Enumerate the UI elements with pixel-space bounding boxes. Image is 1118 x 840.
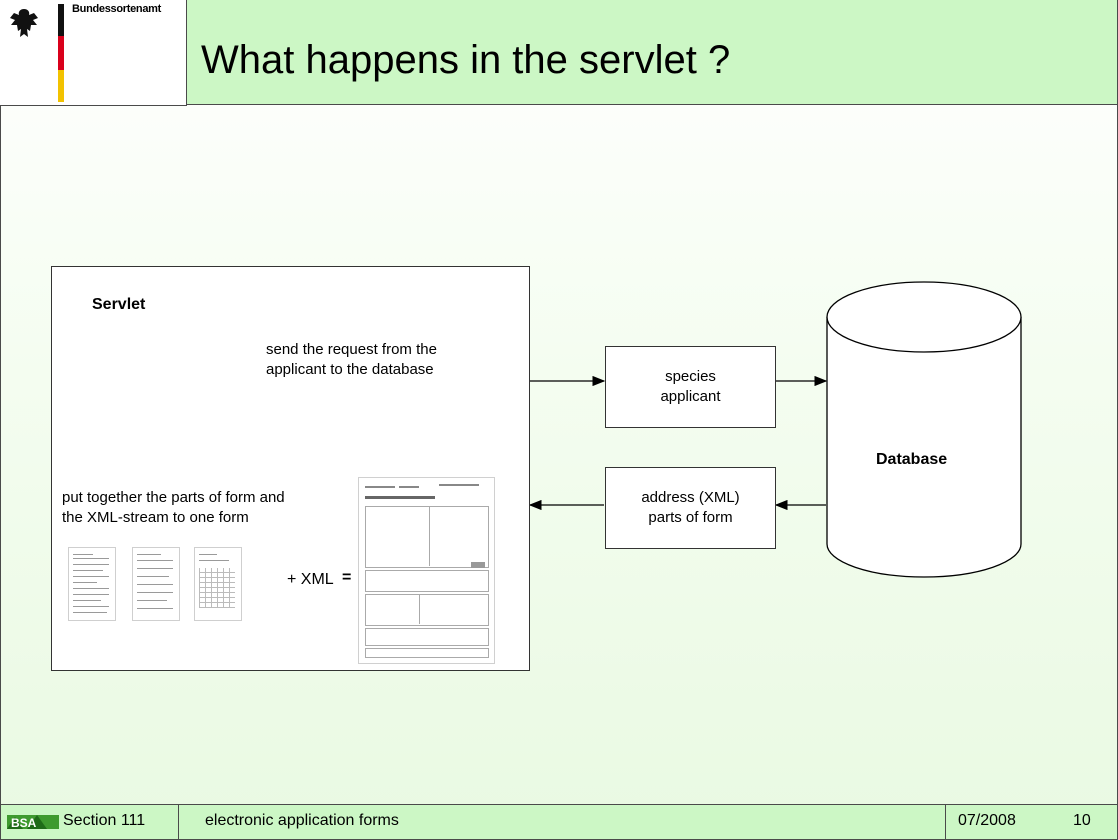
page-title: What happens in the servlet ? bbox=[201, 38, 731, 82]
form-part-thumbnail-2 bbox=[132, 547, 180, 621]
plus-xml-label: + XML bbox=[287, 571, 334, 588]
servlet-title: Servlet bbox=[92, 296, 146, 313]
database-label: Database bbox=[876, 451, 948, 468]
assemble-form-text: put together the parts of form and the X… bbox=[62, 489, 285, 526]
org-name: Bundessortenamt bbox=[72, 3, 162, 15]
svg-text:BSA: BSA bbox=[11, 816, 37, 830]
footer-section-label: Section 111 bbox=[63, 812, 146, 829]
footer: BSA Section 111 electronic application f… bbox=[0, 804, 1118, 840]
database-cylinder-icon bbox=[826, 281, 1022, 578]
footer-section-cell: BSA Section 111 bbox=[0, 804, 179, 840]
federal-eagle-icon bbox=[10, 9, 38, 37]
equals-sign: = bbox=[342, 569, 352, 586]
servlet-box: Servlet send the request from the applic… bbox=[51, 266, 530, 671]
logo-area: Bundessortenamt bbox=[0, 0, 187, 106]
footer-topic-cell: electronic application forms bbox=[178, 804, 946, 840]
footer-date: 07/2008 bbox=[958, 812, 1016, 829]
flag-stripe bbox=[58, 4, 64, 102]
footer-page-number: 10 bbox=[1073, 812, 1091, 829]
bsa-logo-icon: BSA bbox=[7, 815, 59, 830]
species-applicant-box: species applicant bbox=[605, 346, 776, 428]
footer-date-page-cell: 07/2008 10 bbox=[945, 804, 1118, 840]
send-request-text: send the request from the applicant to t… bbox=[266, 341, 437, 378]
address-parts-box: address (XML) parts of form bbox=[605, 467, 776, 549]
footer-topic: electronic application forms bbox=[205, 812, 399, 829]
assembled-form-image bbox=[358, 477, 495, 664]
form-part-thumbnail-1 bbox=[68, 547, 116, 621]
form-part-thumbnail-3 bbox=[194, 547, 242, 621]
title-band: What happens in the servlet ? bbox=[187, 0, 1117, 105]
